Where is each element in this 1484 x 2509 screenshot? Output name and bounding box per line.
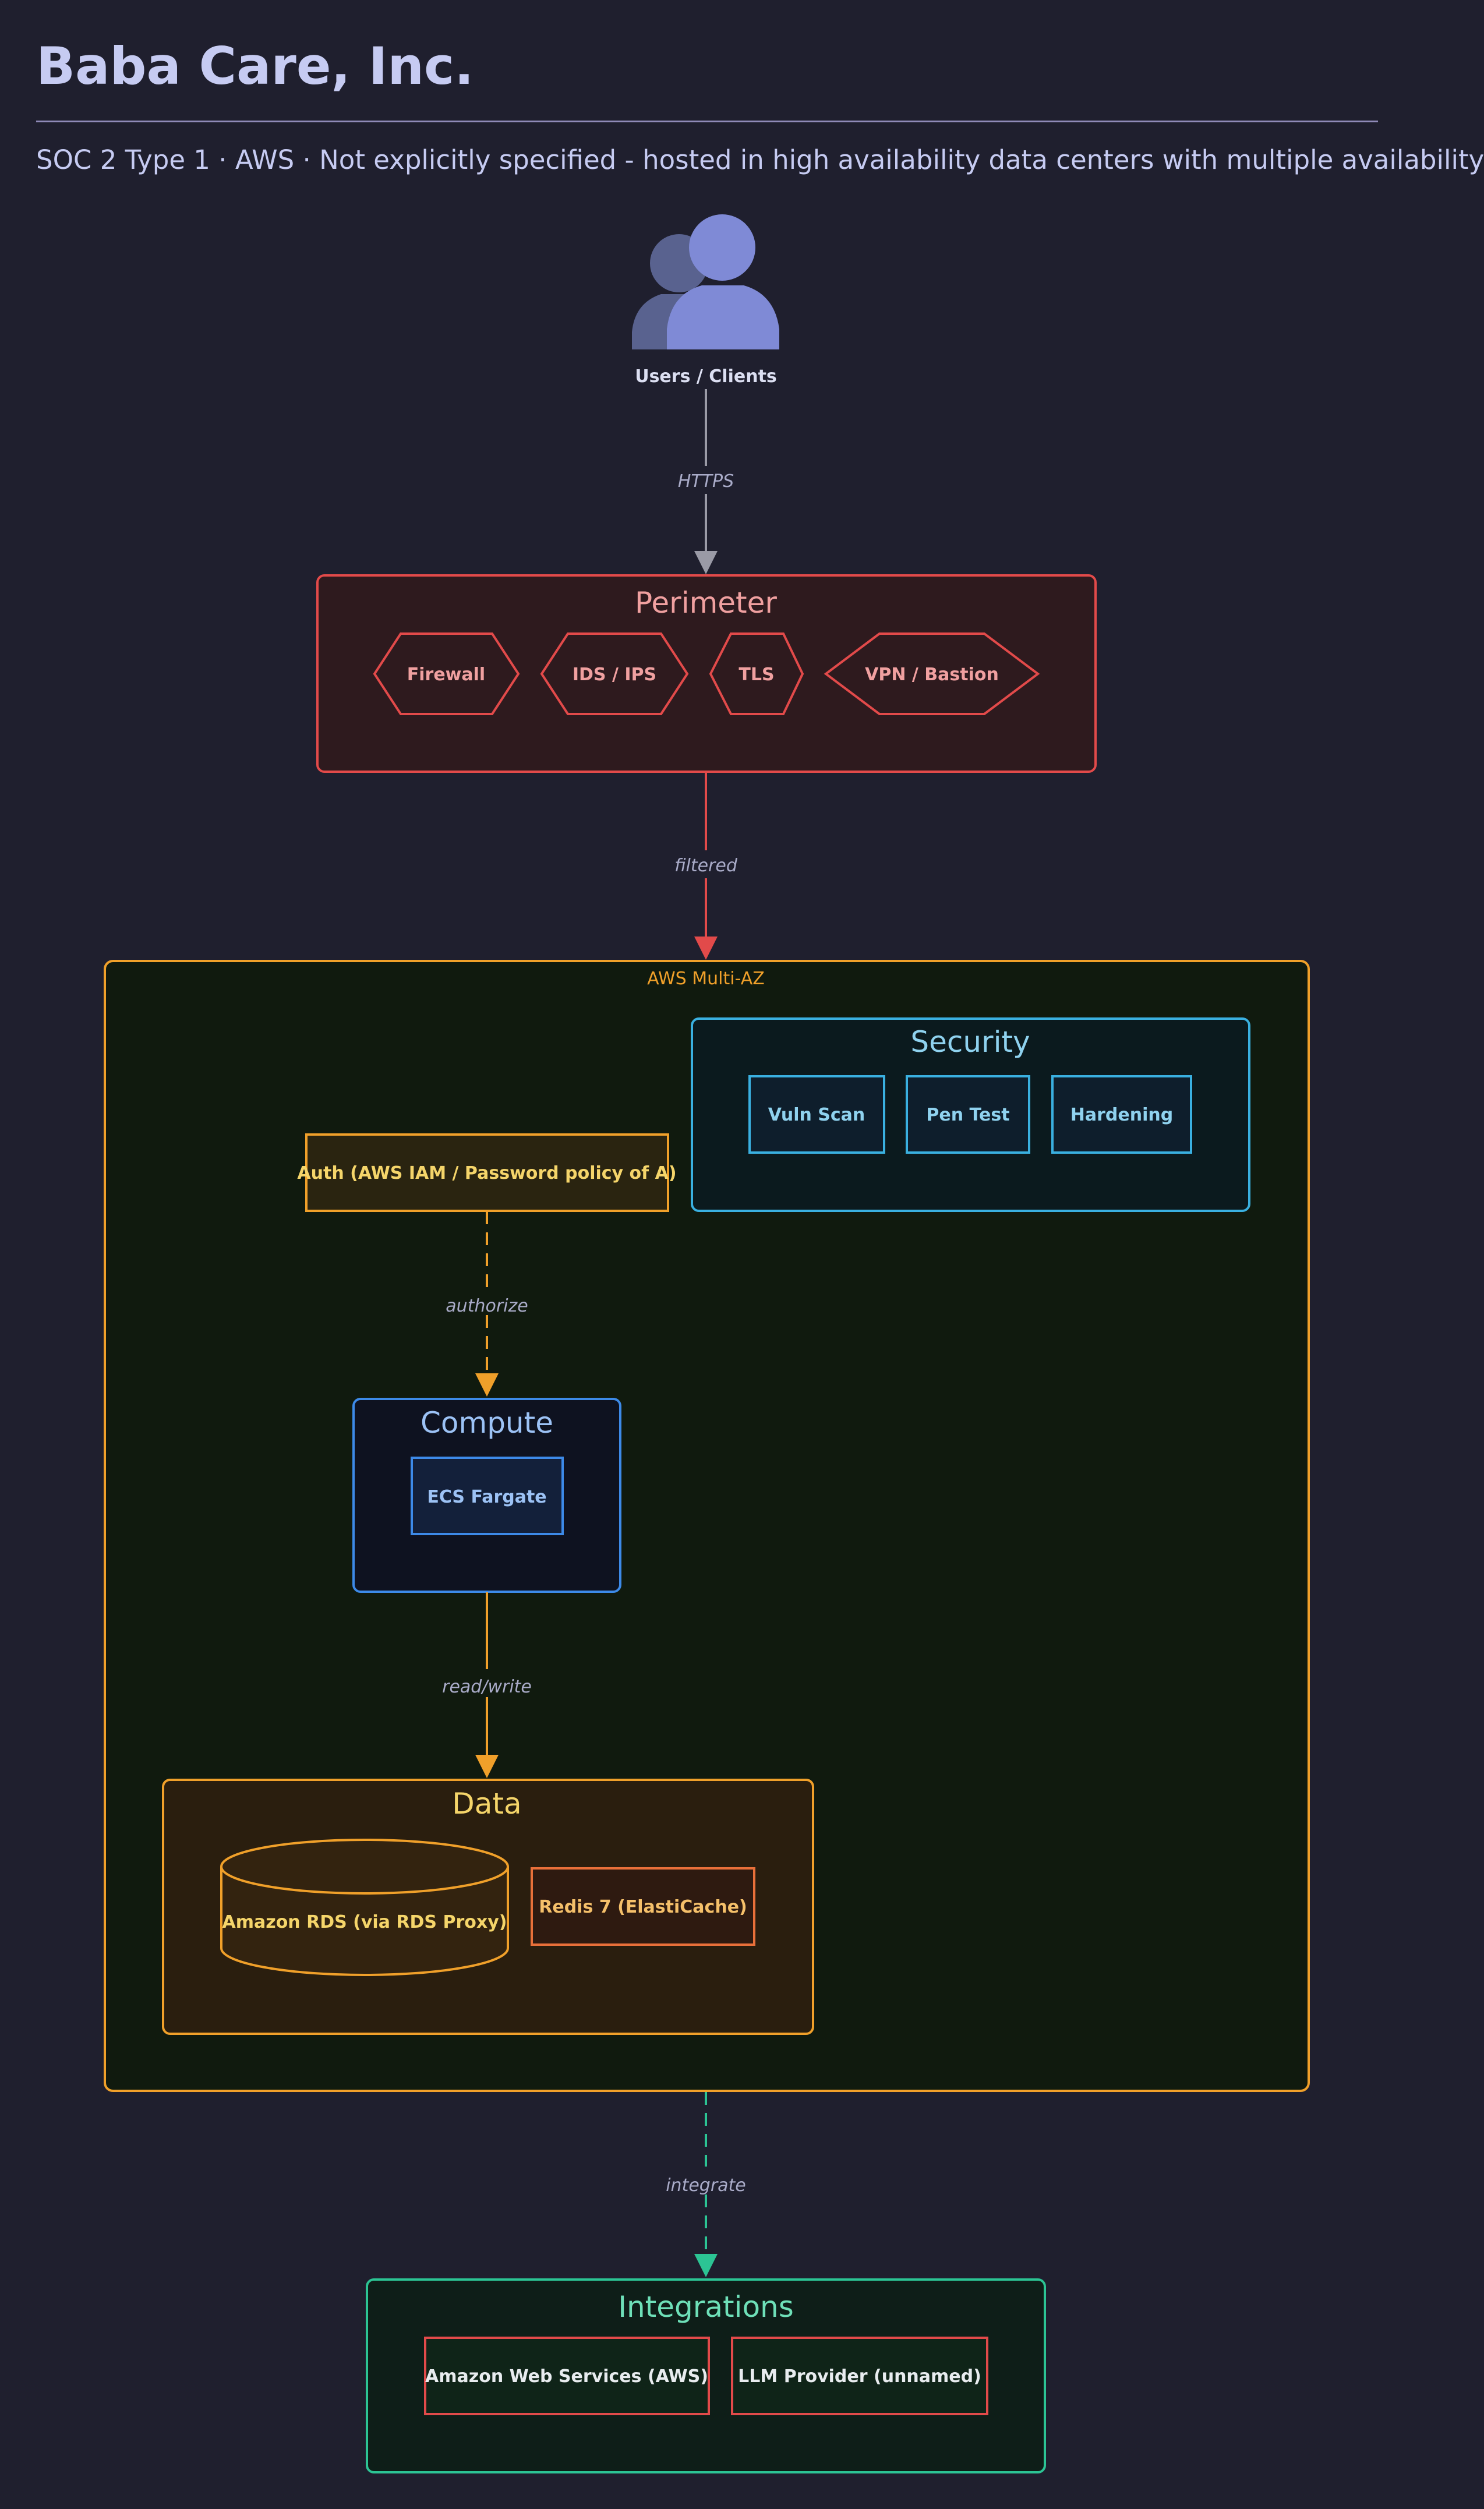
perimeter-item-vpn-bastion: VPN / Bastion <box>824 632 1040 715</box>
title-divider <box>36 121 1378 122</box>
edge-integrate: integrate <box>666 2092 746 2277</box>
auth-label: Auth (AWS IAM / Password policy of A) <box>297 1163 676 1183</box>
users-label: Users / Clients <box>635 366 777 387</box>
edge-filtered: filtered <box>674 772 738 960</box>
compute-item-ecs-fargate: ECS Fargate <box>411 1457 564 1535</box>
security-group: Security Vuln Scan Pen Test Hardening <box>691 1017 1250 1212</box>
data-group: Data Amazon RDS (via RDS Proxy) Redis 7 … <box>162 1779 814 2035</box>
security-item-hardening: Hardening <box>1051 1075 1192 1154</box>
edge-label-authorize: authorize <box>446 1296 528 1316</box>
perimeter-item-tls: TLS <box>709 632 804 715</box>
svg-text:VPN / Bastion: VPN / Bastion <box>865 665 999 685</box>
cache-label: Redis 7 (ElastiCache) <box>539 1897 747 1917</box>
edge-authorize: authorize <box>446 1211 528 1397</box>
svg-text:ECS Fargate: ECS Fargate <box>427 1487 546 1507</box>
aws-label: AWS Multi-AZ <box>647 969 765 989</box>
database-label: Amazon RDS (via RDS Proxy) <box>222 1912 507 1932</box>
svg-text:Hardening: Hardening <box>1070 1105 1173 1125</box>
database-cylinder: Amazon RDS (via RDS Proxy) <box>220 1839 509 1976</box>
svg-text:IDS / IPS: IDS / IPS <box>573 665 656 685</box>
perimeter-title: Perimeter <box>635 586 777 620</box>
compute-title: Compute <box>421 1406 553 1440</box>
data-title: Data <box>452 1787 521 1821</box>
perimeter-item-ids-ips: IDS / IPS <box>540 632 689 715</box>
edge-read-write: read/write <box>442 1592 532 1778</box>
integration-item-llm-provider: LLM Provider (unnamed) <box>731 2337 988 2415</box>
perimeter-group: Perimeter Firewall IDS / IPS TLS VPN / B… <box>316 574 1097 773</box>
users-icon <box>632 214 779 349</box>
svg-text:Vuln Scan: Vuln Scan <box>768 1105 865 1125</box>
edge-label-filtered: filtered <box>674 856 738 876</box>
svg-text:Amazon Web Services (AWS): Amazon Web Services (AWS) <box>425 2366 708 2387</box>
edge-label-integrate: integrate <box>666 2175 746 2196</box>
security-item-vuln-scan: Vuln Scan <box>748 1075 885 1154</box>
integrations-group: Integrations Amazon Web Services (AWS) L… <box>366 2278 1046 2473</box>
cache-node: Redis 7 (ElastiCache) <box>531 1867 755 1946</box>
security-title: Security <box>910 1025 1030 1059</box>
compute-group: Compute ECS Fargate <box>352 1398 621 1593</box>
svg-text:LLM Provider (unnamed): LLM Provider (unnamed) <box>738 2366 981 2387</box>
edge-label-https: HTTPS <box>678 471 734 492</box>
integration-item-aws: Amazon Web Services (AWS) <box>424 2337 710 2415</box>
edge-label-read-write: read/write <box>442 1677 532 1697</box>
svg-text:TLS: TLS <box>739 665 774 685</box>
page-title: Baba Care, Inc. <box>36 36 474 96</box>
svg-text:Pen Test: Pen Test <box>926 1105 1009 1125</box>
auth-node: Auth (AWS IAM / Password policy of A) <box>297 1133 677 1212</box>
svg-text:Firewall: Firewall <box>407 665 485 685</box>
edge-https: HTTPS <box>678 389 734 574</box>
architecture-diagram: Users / Clients HTTPS Perimeter Firewall… <box>104 214 1310 2473</box>
security-item-pen-test: Pen Test <box>906 1075 1030 1154</box>
users-node: Users / Clients <box>632 214 779 387</box>
integrations-title: Integrations <box>618 2290 794 2324</box>
perimeter-item-firewall: Firewall <box>373 632 520 715</box>
page-subtitle: SOC 2 Type 1 · AWS · Not explicitly spec… <box>36 144 1484 175</box>
